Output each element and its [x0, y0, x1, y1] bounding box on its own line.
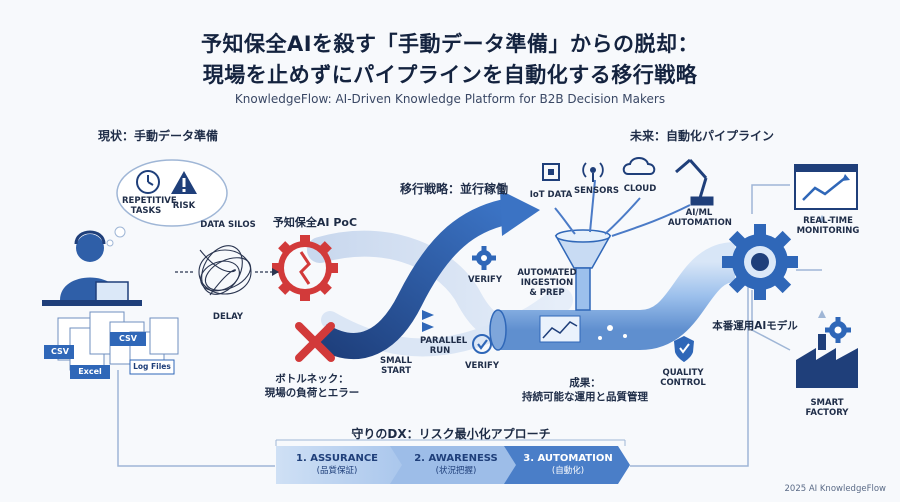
- feedback-line-left: [117, 370, 275, 467]
- worker-with-headset-icon: [42, 230, 142, 306]
- delay-label: DELAY: [212, 312, 244, 322]
- smart-factory-label: SMART FACTORY: [805, 398, 849, 418]
- quality-control-label: QUALITY CONTROL: [660, 368, 706, 388]
- ingestion-label: AUTOMATED INGESTION & PREP: [517, 268, 577, 298]
- page-title-line2: 現場を止めずにパイプラインを自動化する移行戦略: [202, 63, 698, 87]
- production-model-label: 本番運用AIモデル: [712, 320, 798, 332]
- page-title-line1: 予知保全AIを殺す「手動データ準備」からの脱却：: [200, 32, 700, 56]
- stage-2-chevron: [390, 446, 520, 484]
- stage-1: 1. ASSURANCE (品質保証): [276, 446, 398, 484]
- pipeline-tube: [498, 242, 738, 350]
- file-log-files: Log Files: [133, 362, 171, 371]
- monitoring-screen-icon: [794, 164, 858, 210]
- file-csv-1: CSV: [51, 347, 69, 356]
- current-state-heading: 現状：手動データ準備: [98, 129, 219, 143]
- stage-3-label: 3. AUTOMATION: [523, 453, 613, 464]
- copyright: 2025 AI KnowledgeFlow: [784, 484, 887, 494]
- verify-top-label: VERIFY: [467, 275, 503, 285]
- error-x-icon: [295, 322, 335, 362]
- realtime-monitoring-label: REAL-TIME MONITORING: [796, 216, 860, 236]
- iot-chip-icon: [542, 163, 560, 181]
- stage-2: 2. AWARENESS (状況把握): [398, 446, 514, 484]
- aiml-automation-label: AI/ML AUTOMATION: [668, 208, 732, 228]
- cloud-icon: [622, 157, 656, 175]
- sensor-signal-icon: [582, 162, 604, 182]
- data-silos-label: DATA SILOS: [200, 220, 256, 230]
- outcome-detail: 持続可能な運用と品質管理: [522, 391, 648, 403]
- ghost-swoosh-bottom: [321, 311, 509, 357]
- quality-shield-icon: [674, 336, 694, 362]
- iot-data-label: IoT DATA: [529, 190, 573, 200]
- strategy-arrow-head: [500, 190, 540, 236]
- approach-heading: 守りのDX：リスク最小化アプローチ: [351, 427, 551, 441]
- verify-check-icon: [472, 334, 492, 354]
- stage-1-sub: (品質保証): [316, 466, 358, 476]
- pipeline-chart-screen: [539, 315, 581, 343]
- poc-broken-gear-icon: [272, 235, 338, 301]
- strategy-arrow-body: [313, 199, 509, 359]
- strategy-heading: 移行戦略：並行稼働: [400, 182, 509, 196]
- poc-label: 予知保全AI PoC: [272, 216, 358, 229]
- robot-arm-icon: [675, 158, 714, 206]
- verify-bottom-label: VERIFY: [464, 361, 500, 371]
- stage-2-sub: (状況把握): [435, 466, 477, 476]
- sensors-label: SENSORS: [574, 186, 620, 196]
- risk-warning-icon: [171, 171, 197, 194]
- stage-3: 3. AUTOMATION (自動化): [512, 446, 624, 484]
- stage-3-chevron: [504, 446, 630, 484]
- repetitive-tasks-label: REPETITIVE TASKS: [122, 196, 177, 216]
- file-csv-2: CSV: [119, 334, 137, 343]
- small-start-label: SMALL START: [380, 356, 412, 376]
- bottleneck-title: ボトルネック：: [275, 373, 349, 385]
- stage-1-label: 1. ASSURANCE: [295, 453, 379, 464]
- future-state-heading: 未来：自動化パイプライン: [630, 129, 775, 143]
- stage-3-sub: (自動化): [551, 466, 585, 476]
- risk-label: RISK: [172, 201, 196, 211]
- parallel-run-label: PARALLEL RUN: [420, 336, 468, 356]
- page-subtitle: KnowledgeFlow: AI-Driven Knowledge Platf…: [234, 92, 666, 106]
- production-gear-icon: [722, 224, 798, 300]
- cloud-label: CLOUD: [623, 184, 657, 194]
- feedback-line-right: [630, 285, 749, 467]
- file-excel: Excel: [78, 367, 102, 376]
- data-silos-tangle-icon: [198, 245, 252, 296]
- bottleneck-detail: 現場の負荷とエラー: [264, 387, 360, 399]
- factory-gear-icon: [825, 317, 851, 343]
- parallel-run-icon: [422, 310, 434, 332]
- stage-1-chevron: [276, 446, 406, 484]
- factory-icon: [796, 334, 858, 388]
- repeat-clock-icon: [136, 170, 160, 194]
- verify-gear-icon: [472, 246, 496, 270]
- outcome-title: 成果：: [569, 377, 601, 389]
- stage-2-label: 2. AWARENESS: [414, 453, 498, 464]
